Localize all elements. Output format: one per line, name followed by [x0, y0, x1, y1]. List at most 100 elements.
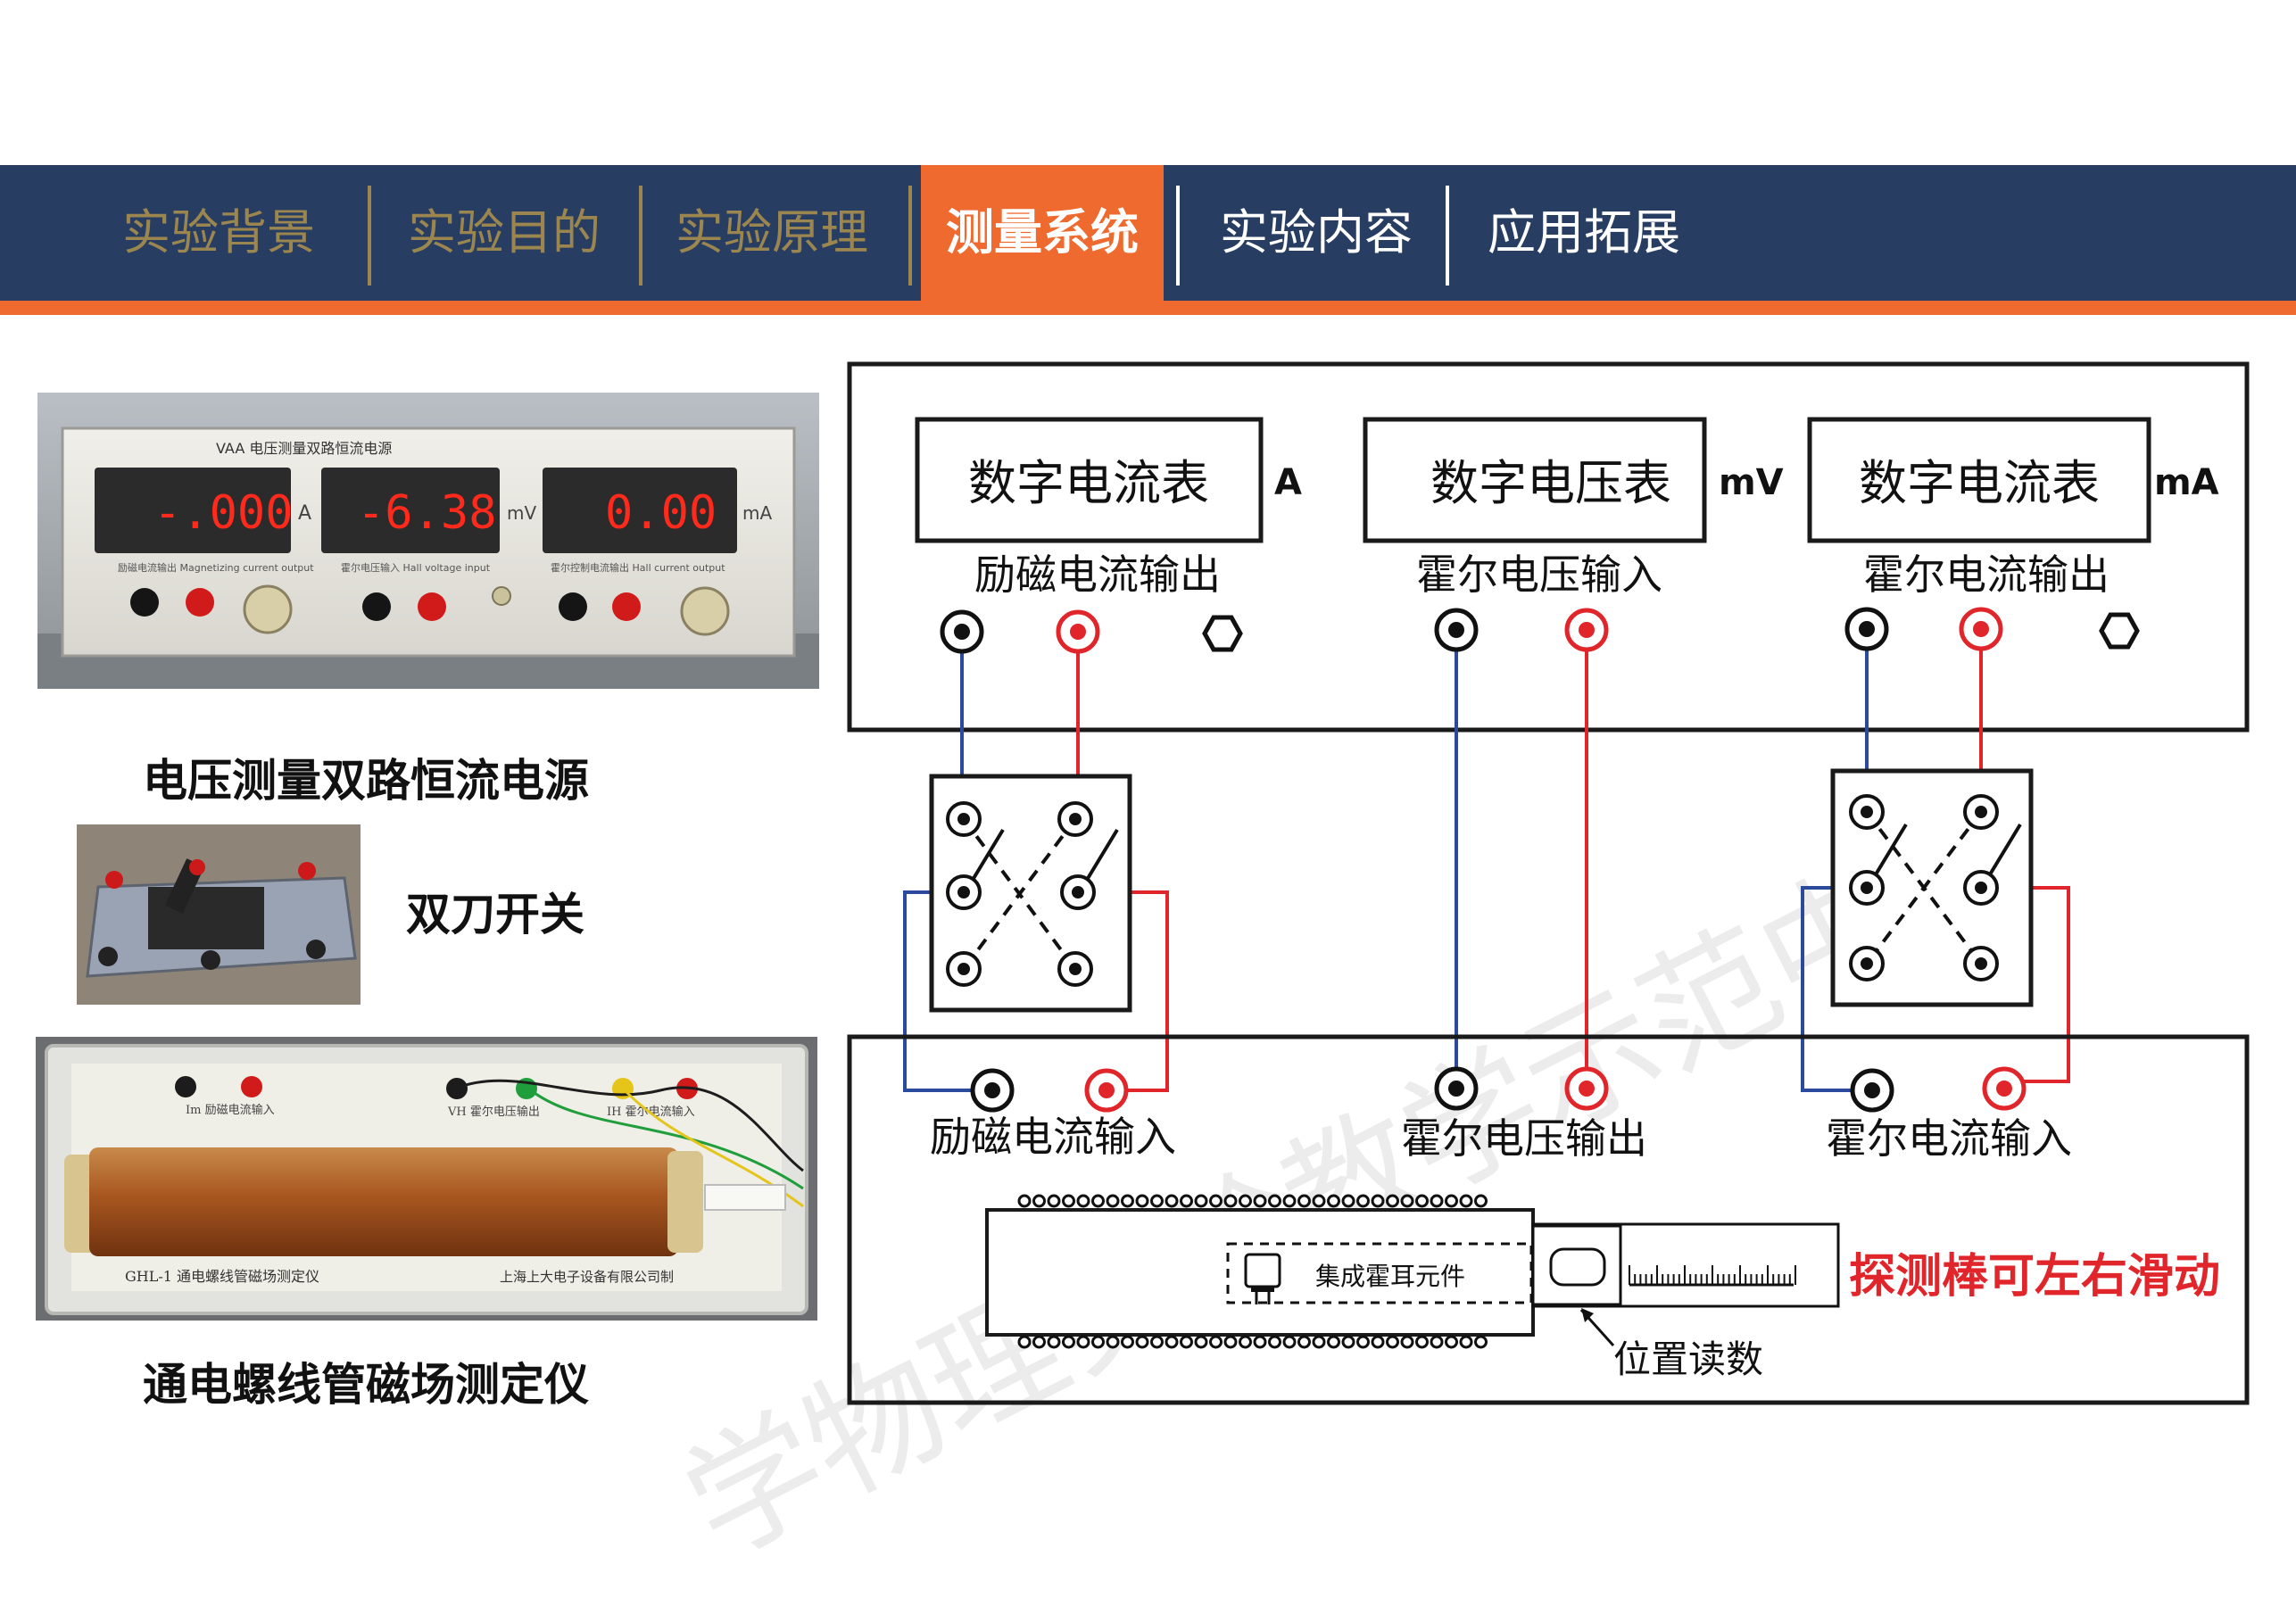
position-reading-label: 位置读数: [1613, 1337, 1763, 1381]
tab-separator: [368, 186, 371, 286]
tab-measurement-system[interactable]: 测量系统: [921, 165, 1164, 315]
display-current-ma: 0.00: [605, 486, 717, 540]
coil-turn: [1327, 1335, 1340, 1349]
coil-turn: [1017, 1194, 1032, 1208]
port-label: 励磁电流输入: [930, 1113, 1176, 1161]
supply-channel-label: 霍尔电压输入 Hall voltage input: [341, 561, 491, 574]
coil-turn: [1459, 1194, 1473, 1208]
coil-turn: [1239, 1194, 1252, 1208]
coil-turn: [1415, 1194, 1429, 1208]
coil-turn: [1165, 1335, 1179, 1349]
tab-separator: [908, 186, 912, 286]
solenoid-photo: Im 励磁电流输入 VH 霍尔电压输出 IH 霍尔电流输入 GHL-1 通电螺线…: [36, 1037, 817, 1321]
solenoid-port-label: Im 励磁电流输入: [186, 1103, 275, 1117]
coil-turn: [1209, 1335, 1223, 1349]
power-supply-photo: VAA 电压测量双路恒流电源 -.000 A -6.38 mV 0.00 mA …: [37, 393, 819, 689]
coil-turn: [1341, 1194, 1355, 1208]
tab-separator: [639, 186, 642, 286]
coil-turn: [1268, 1335, 1281, 1349]
coil-turn: [1209, 1194, 1223, 1208]
meter-name: 数字电压表: [1430, 455, 1671, 511]
display-unit-ma: mA: [742, 502, 772, 524]
switch-caption: 双刀开关: [406, 889, 584, 940]
coil-turn: [1297, 1335, 1311, 1349]
coil-turn: [1474, 1335, 1488, 1349]
coil-turn: [1400, 1335, 1414, 1349]
display-voltage-mv: -6.38: [357, 486, 497, 540]
tab-principle[interactable]: 实验原理: [676, 204, 868, 261]
coil-turn: [1312, 1335, 1326, 1349]
coil-turn: [1371, 1194, 1385, 1208]
coil-turn: [1135, 1335, 1149, 1349]
solenoid-port-label: VH 霍尔电压输出: [447, 1105, 540, 1119]
meter-name: 数字电流表: [968, 455, 1209, 511]
port-label: 励磁电流输出: [974, 551, 1221, 599]
solenoid-panel: [847, 1034, 2250, 1405]
coil-turn: [1223, 1194, 1238, 1208]
coil-turn: [1091, 1194, 1105, 1208]
coil-turn: [1076, 1194, 1090, 1208]
coil-turn: [1150, 1335, 1164, 1349]
coil-turn: [1459, 1335, 1473, 1349]
coil-turn: [1017, 1335, 1032, 1349]
display-unit-mv: mV: [507, 502, 536, 524]
tab-content[interactable]: 实验内容: [1220, 204, 1413, 261]
instrument-panel: [847, 361, 2250, 733]
port-label: 霍尔电流输入: [1826, 1114, 2072, 1163]
coil-turn: [1121, 1335, 1134, 1349]
solenoid-maker-text: 上海上大电子设备有限公司制: [500, 1269, 674, 1285]
bottom-terminals: [970, 1066, 2027, 1113]
coil-turn: [1386, 1194, 1399, 1208]
voltmeter-mv-box: [1363, 417, 1707, 543]
coil-turn: [1371, 1335, 1385, 1349]
coil-turn: [1180, 1194, 1193, 1208]
tab-purpose[interactable]: 实验目的: [408, 204, 601, 261]
coil-turn: [1253, 1335, 1267, 1349]
ammeter-a-box: [915, 417, 1264, 543]
ammeter-ma-box: [1807, 417, 2151, 543]
coil-turn: [1106, 1335, 1120, 1349]
coil-turn: [1150, 1194, 1164, 1208]
coil-turn: [1062, 1335, 1075, 1349]
tab-extension[interactable]: 应用拓展: [1488, 204, 1680, 261]
coil-turn: [1356, 1335, 1370, 1349]
port-label: 霍尔电流输出: [1863, 551, 2110, 599]
reversing-switch-left: [929, 774, 1132, 1013]
coil-turn: [1239, 1335, 1252, 1349]
coil-turn: [1415, 1335, 1429, 1349]
meter-unit: A: [1274, 462, 1302, 503]
coil-turn: [1341, 1335, 1355, 1349]
coil-turn: [1327, 1194, 1340, 1208]
meter-unit: mV: [1719, 462, 1784, 503]
coil-turn: [1135, 1194, 1149, 1208]
top-terminals: [940, 607, 2140, 654]
supply-channel-label: 励磁电流输出 Magnetizing current output: [118, 561, 314, 574]
port-label: 霍尔电压输出: [1401, 1114, 1647, 1163]
tab-separator: [1176, 186, 1180, 286]
coil-turn: [1032, 1194, 1046, 1208]
coil-turn: [1445, 1335, 1458, 1349]
port-label: 霍尔电压输入: [1416, 551, 1662, 599]
display-current-a: -.000: [153, 486, 294, 540]
coil-turn: [1430, 1194, 1444, 1208]
coil-turn: [1253, 1194, 1267, 1208]
tab-background[interactable]: 实验背景: [122, 204, 315, 261]
coil-turn: [1445, 1194, 1458, 1208]
coil-turn: [1165, 1194, 1179, 1208]
coil-turn: [1312, 1194, 1326, 1208]
coil-turn: [1430, 1335, 1444, 1349]
switch-photo: [77, 824, 361, 1005]
coil-turn: [1297, 1194, 1311, 1208]
coil-turn: [1282, 1335, 1297, 1349]
coil-turn: [1062, 1194, 1075, 1208]
meter-unit: mA: [2154, 462, 2219, 503]
coil-turn: [1076, 1335, 1090, 1349]
power-supply-caption: 电压测量双路恒流电源: [143, 755, 589, 807]
coil-turn: [1268, 1194, 1281, 1208]
hall-element-label: 集成霍耳元件: [1315, 1262, 1465, 1291]
supply-title-text: VAA 电压测量双路恒流电源: [216, 440, 392, 457]
coil-turn: [1121, 1194, 1134, 1208]
coil-turn: [1106, 1194, 1120, 1208]
coil-turn: [1032, 1335, 1046, 1349]
